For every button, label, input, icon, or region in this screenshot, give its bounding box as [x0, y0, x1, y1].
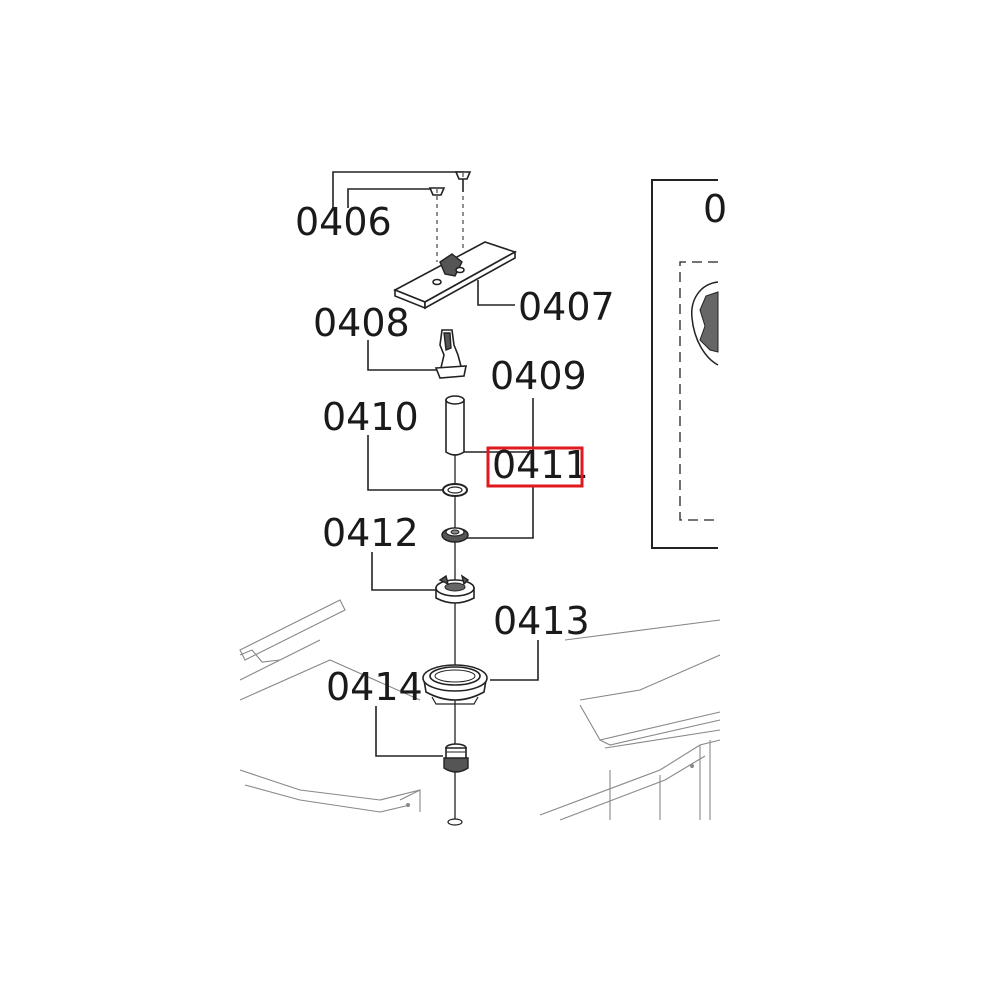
- leader-lines: [332, 171, 539, 757]
- part-label-0414: 0414: [326, 665, 423, 709]
- axis-end-cap: [447, 818, 463, 826]
- part-0412-clip: [435, 574, 475, 604]
- part-label-0408: 0408: [313, 301, 410, 345]
- inset-partial-label: 0: [703, 187, 727, 231]
- part-0407-mounting-plate: [393, 241, 517, 310]
- part-label-0413: 0413: [493, 599, 590, 643]
- part-label-0407: 0407: [518, 285, 615, 329]
- part-0410-o-ring: [442, 483, 468, 497]
- part-0409-tube: [445, 395, 465, 456]
- part-label-0412: 0412: [322, 511, 419, 555]
- part-0414-bushing: [443, 743, 469, 773]
- part-label-0410: 0410: [322, 395, 419, 439]
- part-0411-washer: [441, 527, 469, 543]
- part-label-0411: 0411: [492, 443, 589, 487]
- part-label-0406: 0406: [295, 200, 392, 244]
- highlight-box-0411: [486, 446, 584, 488]
- part-label-0409: 0409: [490, 354, 587, 398]
- part-0408-bracket: [434, 329, 467, 379]
- part-0413-seal-ring: [422, 664, 488, 705]
- appliance-body-outline: [239, 599, 721, 821]
- part-0406-screws: [428, 171, 472, 196]
- detail-inset-box: 0: [651, 179, 727, 549]
